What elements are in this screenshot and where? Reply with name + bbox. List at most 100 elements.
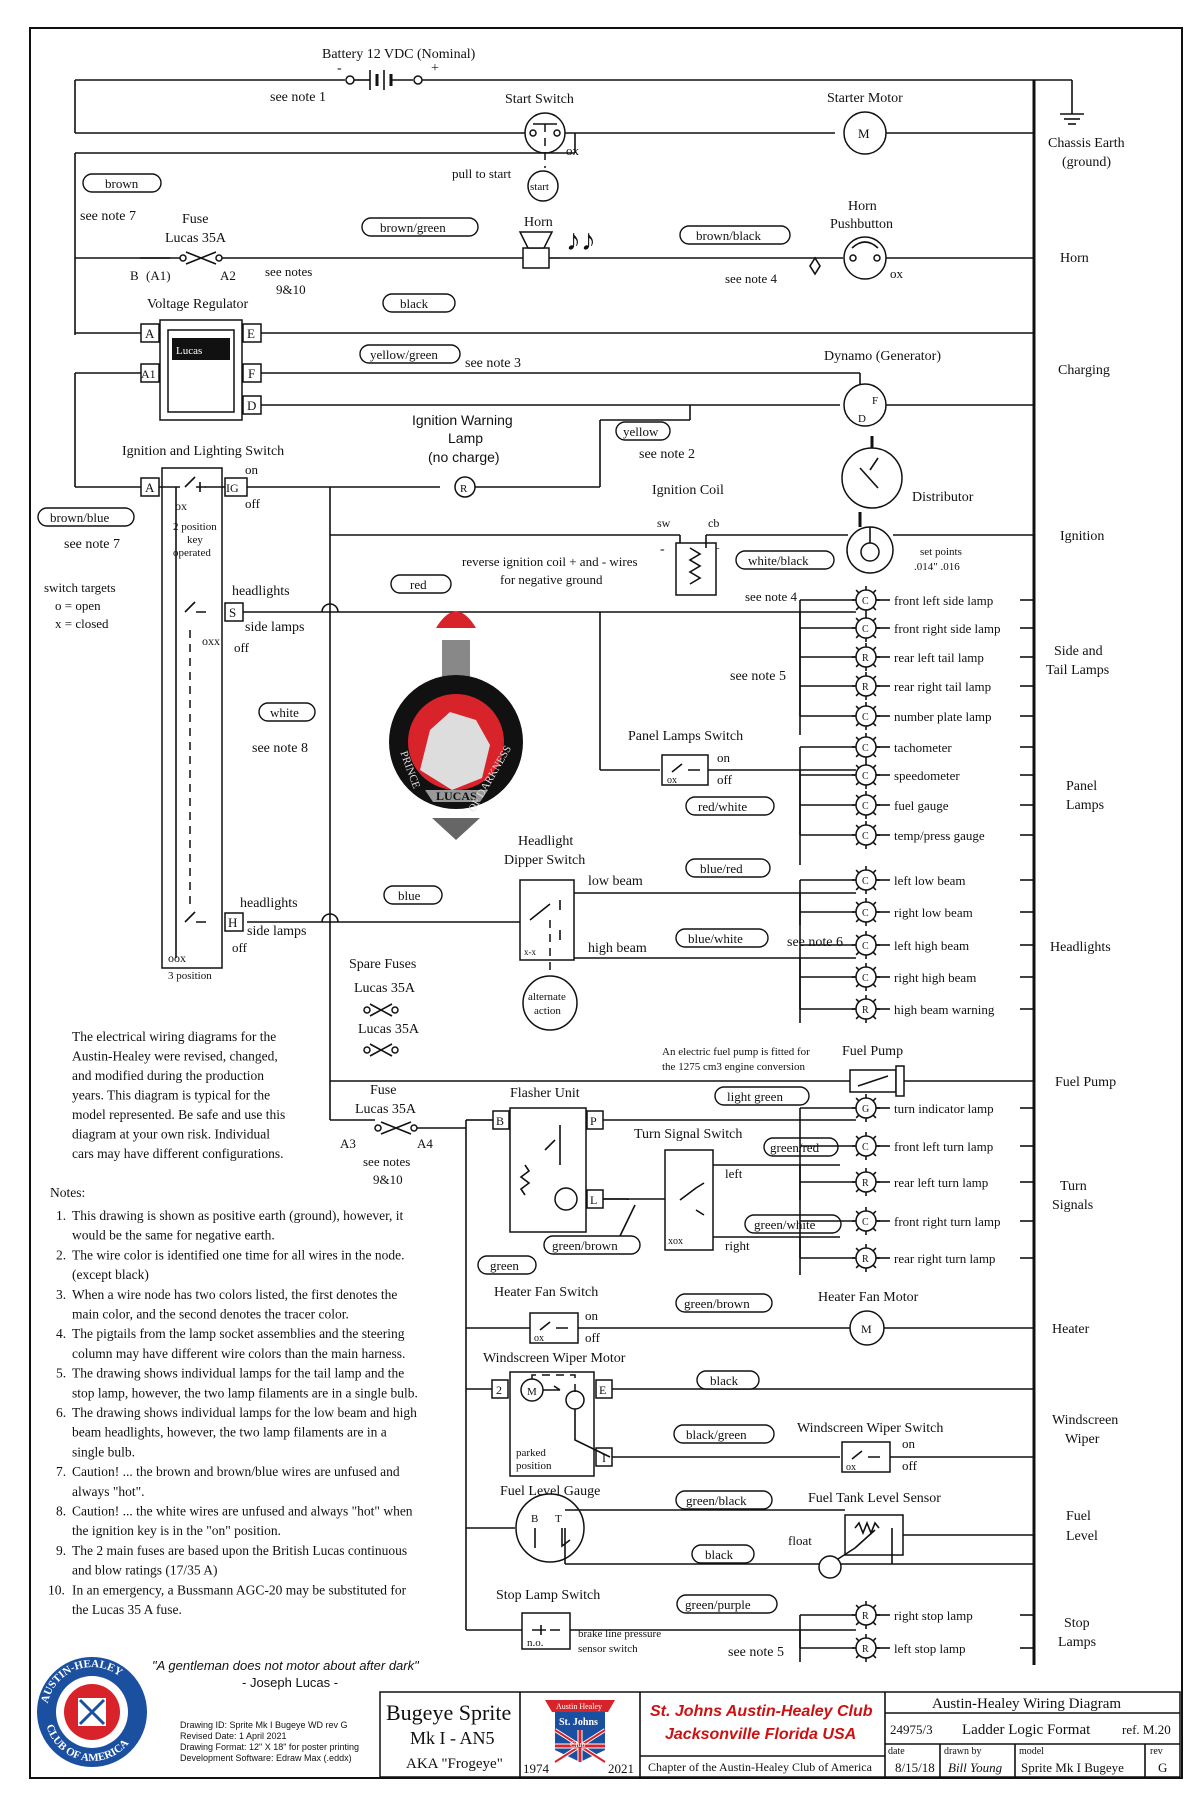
note-number: 4.	[56, 1326, 66, 1341]
spare-fuse-2	[363, 1043, 399, 1057]
svg-text:parked: parked	[516, 1447, 546, 1459]
drawing-date: 8/15/18	[895, 1760, 935, 1775]
lamp-type: C	[862, 624, 869, 635]
fuel-tank-sensor-icon	[844, 1514, 904, 1564]
lamp-type: C	[862, 596, 869, 607]
svg-text:x = closed: x = closed	[55, 616, 109, 631]
horn-icon	[518, 231, 560, 269]
lamp-type: C	[862, 1142, 869, 1153]
note7-ref-top: see note 7	[80, 209, 136, 224]
wire-tag-blue: blue	[383, 885, 443, 905]
notes-list: Notes:1.This drawing is shown as positiv…	[48, 1185, 418, 1617]
svg-text:on: on	[902, 1436, 916, 1451]
lamp-type: R	[862, 1178, 869, 1189]
note-line: Caution! ... the white wires are unfused…	[72, 1504, 413, 1519]
svg-text:A2: A2	[220, 268, 236, 283]
lamp-label: right low beam	[894, 905, 973, 920]
ign-warning-label: Ignition Warning	[412, 412, 513, 428]
note-number: 10.	[48, 1582, 65, 1597]
lamp-label: rear right turn lamp	[894, 1251, 995, 1266]
svg-text:position: position	[516, 1460, 552, 1472]
panel-lamps-switch-icon[interactable]: ox	[661, 754, 709, 786]
svg-text:Lucas 35A: Lucas 35A	[358, 1022, 420, 1037]
alternate-action-icon: alternate action	[522, 975, 578, 1031]
lamp-label: left low beam	[894, 873, 965, 888]
note-line: In an emergency, a Bussmann AGC-20 may b…	[72, 1582, 407, 1597]
circuit-chassis-earth-2: (ground)	[1062, 155, 1111, 170]
fuel-pump-icon	[849, 1065, 905, 1097]
wire-tag-black-green: black/green	[673, 1424, 775, 1444]
drawing-format: Drawing Format: 12" X 18" for poster pri…	[180, 1742, 359, 1752]
points-icon	[846, 526, 894, 574]
svg-text:A1: A1	[141, 367, 156, 381]
circuit-panel-2: Lamps	[1066, 798, 1104, 813]
wire-tag-green-white: green/white	[744, 1214, 842, 1234]
circuit-stop: Stop	[1064, 1616, 1090, 1631]
model-aka: AKA "Frogeye"	[406, 1756, 503, 1772]
fuse-label-bottom: Fuse	[370, 1083, 396, 1098]
fuse-label-top: Fuse	[182, 212, 208, 227]
svg-text:R: R	[460, 483, 468, 495]
outer-frame	[29, 27, 1183, 1779]
note4-ref-horn: see note 4	[725, 271, 777, 286]
start-switch-label: Start Switch	[505, 92, 574, 107]
svg-text:ox: ox	[890, 266, 904, 281]
start-switch-ox: ox	[566, 143, 580, 158]
lamp-label: temp/press gauge	[894, 828, 985, 843]
fuse-a1-a2-icon	[140, 251, 223, 265]
horn-pushbutton-icon[interactable]	[843, 236, 887, 280]
dipper-switch-icon[interactable]: x-x	[519, 879, 575, 975]
wire-tag-green-purple: green/purple	[676, 1594, 778, 1614]
fuel-pump-note: An electric fuel pump is fitted for	[662, 1046, 810, 1058]
start-switch-icon[interactable]	[524, 112, 566, 168]
svg-text:A: A	[145, 480, 155, 495]
notes910-ref-bottom: see notes	[363, 1154, 410, 1169]
lamp-type: R	[862, 1005, 869, 1016]
note-line: beam headlights, however, the two lamp f…	[72, 1425, 387, 1440]
model-name: Sprite Mk I Bugeye	[1021, 1760, 1124, 1775]
ignition-lighting-switch-body[interactable]: A IG S H	[140, 467, 248, 969]
chapter-text: Chapter of the Austin-Healey Club of Ame…	[648, 1760, 873, 1774]
wire-tag-red-white: red/white	[685, 796, 775, 816]
flasher-unit-icon: B P L	[492, 1107, 604, 1233]
lamp-label: left stop lamp	[894, 1641, 966, 1656]
wiper-switch-label: Windscreen Wiper Switch	[797, 1421, 943, 1436]
disclaimer-line: The electrical wiring diagrams for the	[72, 1029, 276, 1044]
wiper-switch-icon[interactable]: ox	[841, 1441, 891, 1473]
lamp-type: R	[862, 1644, 869, 1655]
starter-motor-label: Starter Motor	[827, 91, 903, 106]
disclaimer-line: Austin-Healey were revised, changed,	[72, 1049, 278, 1064]
lamp-label: number plate lamp	[894, 709, 991, 724]
note-line: Caution! ... the brown and brown/blue wi…	[72, 1464, 400, 1479]
fuse-a3-a4-icon	[374, 1121, 418, 1135]
panel-lamps-switch-label: Panel Lamps Switch	[628, 729, 743, 744]
start-button[interactable]	[527, 170, 559, 202]
lamp-label: front left turn lamp	[894, 1139, 993, 1154]
turn-signal-switch-icon[interactable]: xox	[664, 1149, 714, 1251]
svg-text:date: date	[888, 1746, 905, 1757]
svg-text:light green: light green	[727, 1089, 783, 1104]
fuel-pump-label: Fuel Pump	[842, 1044, 903, 1059]
note-line: The drawing shows individual lamps for t…	[72, 1405, 417, 1420]
fuel-level-gauge-label: Fuel Level Gauge	[500, 1484, 600, 1499]
wire-tag-brown-blue: brown/blue	[37, 507, 135, 527]
svg-text:I: I	[602, 1451, 606, 1465]
lamp-label: rear left tail lamp	[894, 650, 984, 665]
svg-text:ox: ox	[175, 499, 187, 513]
heater-fan-switch-icon[interactable]: ox	[529, 1312, 579, 1344]
note-number: 7.	[56, 1464, 66, 1479]
stop-lamp-switch-icon[interactable]: n.o.	[521, 1612, 571, 1650]
svg-text:yellow: yellow	[623, 424, 659, 439]
svg-text:off: off	[234, 640, 250, 655]
wire-tag-white-black: white/black	[735, 550, 835, 570]
wire-tag-yellow-green: yellow/green	[359, 344, 461, 364]
svg-text:D: D	[247, 398, 256, 413]
circuit-ignition: Ignition	[1060, 529, 1104, 544]
club-name: St. Johns Austin-Healey Club	[650, 1703, 873, 1720]
svg-text:ox: ox	[667, 775, 677, 786]
note-line: This drawing is shown as positive earth …	[72, 1208, 404, 1223]
